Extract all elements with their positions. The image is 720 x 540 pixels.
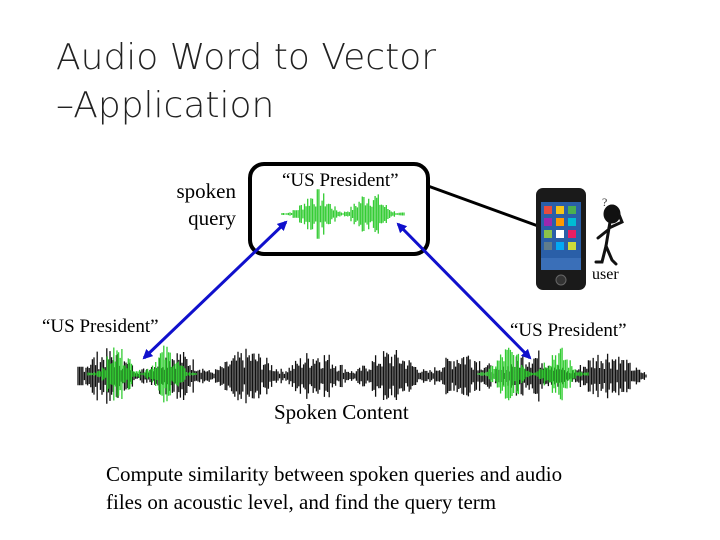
waveform-trace	[281, 189, 405, 239]
user-label: user	[592, 266, 619, 283]
spoken-content-label: Spoken Content	[272, 400, 411, 425]
question-mark: ?	[602, 195, 607, 209]
waveform-trace	[477, 347, 589, 401]
caption-line-2: files on acoustic level, and find the qu…	[106, 490, 497, 514]
query-quote-label: “US President”	[282, 170, 399, 191]
spoken-query-label-line-1: spoken	[176, 179, 237, 203]
query-waveform	[281, 189, 405, 239]
caption-line-1: Compute similarity between spoken querie…	[106, 462, 563, 486]
title-line-2: –Application	[56, 85, 275, 126]
match-right-waveform	[477, 347, 589, 401]
title-line-1: Audio Word to Vector	[56, 37, 437, 78]
match-left-quote-label: “US President”	[42, 316, 159, 337]
arrow-query-to-left-match	[142, 220, 288, 360]
slide-title: Audio Word to Vector –Application	[56, 34, 656, 130]
smartphone-icon	[536, 188, 586, 290]
spoken-query-label: spoken query	[140, 178, 237, 232]
match-right-quote-label: “US President”	[510, 320, 627, 341]
query-box	[248, 162, 430, 256]
spoken-query-label-line-2: query	[188, 206, 236, 230]
match-left-waveform	[87, 345, 197, 403]
user-icon	[594, 204, 624, 266]
waveform-trace	[87, 345, 197, 403]
caption: Compute similarity between spoken querie…	[106, 460, 666, 516]
arrow-query-to-right-match	[396, 222, 532, 360]
